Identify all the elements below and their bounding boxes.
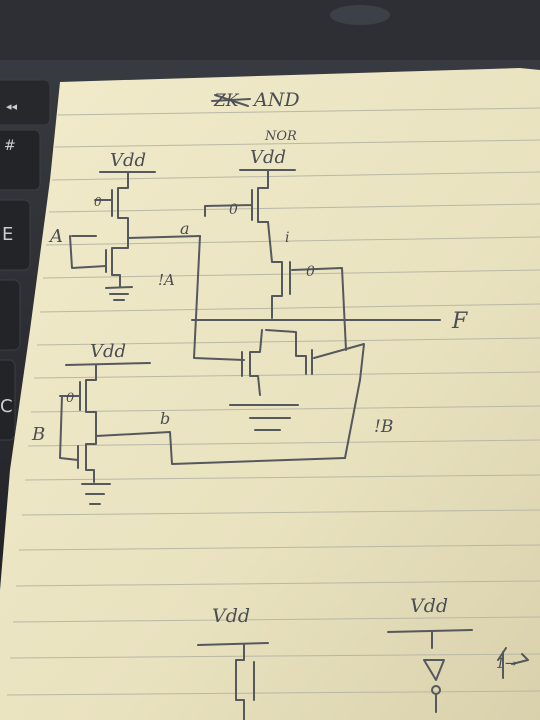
key-label-arrow: ◂◂ bbox=[6, 100, 18, 113]
title-text: AND bbox=[252, 89, 300, 111]
key-2 bbox=[0, 129, 41, 191]
not-a-label: !A bbox=[158, 271, 175, 289]
nor-label: NOR bbox=[264, 129, 297, 144]
bottom-mid-pmos bbox=[235, 644, 255, 720]
ground-bottom-left bbox=[81, 483, 111, 505]
key-1 bbox=[0, 79, 51, 126]
vdd-label-bottom-mid: Vdd bbox=[212, 605, 250, 627]
bottom-right-pmos bbox=[423, 631, 445, 681]
inv-b-input bbox=[59, 395, 79, 461]
key-label-c: C bbox=[0, 396, 13, 417]
title-strike bbox=[211, 94, 251, 107]
inv-a-output bbox=[127, 235, 201, 239]
inv-a-input bbox=[69, 235, 107, 269]
ruled-lines bbox=[6, 107, 540, 696]
key-4 bbox=[0, 279, 21, 351]
vdd-bar-bottom-mid bbox=[197, 642, 269, 646]
bubble-0-bottomleft-label: 0 bbox=[66, 391, 74, 406]
ground-mid bbox=[229, 404, 299, 431]
node-b-label: b bbox=[160, 409, 170, 428]
nor-nmos-pair bbox=[241, 329, 365, 459]
nor-pmos-2 bbox=[267, 221, 347, 351]
node-i-label: i bbox=[285, 230, 289, 246]
schematic-labels: ZK AND NOR Vdd Vdd Vdd Vdd Vdd A a !A B … bbox=[31, 89, 517, 672]
bottom-right-arrow bbox=[497, 647, 529, 679]
node-a-label: a bbox=[180, 219, 190, 238]
key-3 bbox=[0, 199, 31, 271]
bubble-0-top-label: 0 bbox=[229, 202, 238, 218]
input-a-label: A bbox=[48, 226, 63, 247]
vdd-bar-mid-left bbox=[65, 362, 151, 366]
key-5 bbox=[0, 359, 16, 441]
nor-pmos-1 bbox=[204, 169, 269, 223]
input-b-label: B bbox=[31, 424, 45, 445]
keyboard-keys: ◂◂ # E C bbox=[0, 79, 51, 441]
vdd-bar-bottom-right bbox=[387, 629, 473, 633]
schematic-drawing bbox=[59, 94, 529, 720]
notepad-paper bbox=[0, 68, 540, 720]
title-struck-text: ZK bbox=[213, 91, 240, 111]
vdd-label-bottom-right: Vdd bbox=[410, 595, 448, 617]
key-label-hash: # bbox=[4, 138, 16, 154]
vdd-label-top-mid: Vdd bbox=[250, 147, 286, 168]
ground-top-left bbox=[105, 286, 133, 301]
bottom-arrow-label: 1→ bbox=[496, 656, 517, 672]
output-f-label: F bbox=[451, 309, 468, 334]
bubble-0-mid-label: 0 bbox=[306, 264, 315, 280]
vdd-label-mid-left: Vdd bbox=[90, 341, 126, 362]
inv-a-nmos bbox=[105, 231, 129, 287]
vdd-label-top-left: Vdd bbox=[110, 150, 146, 171]
glare bbox=[330, 5, 390, 25]
bubble-0-left-label: 0 bbox=[94, 195, 102, 209]
a-to-nor bbox=[193, 235, 245, 361]
key-label-e: E bbox=[2, 224, 13, 245]
not-b-label: !B bbox=[374, 417, 393, 437]
inv-a-pmos bbox=[94, 171, 129, 233]
inv-b-nmos bbox=[77, 427, 97, 483]
inv-b-output bbox=[95, 431, 346, 465]
laptop-top-edge bbox=[0, 0, 540, 60]
